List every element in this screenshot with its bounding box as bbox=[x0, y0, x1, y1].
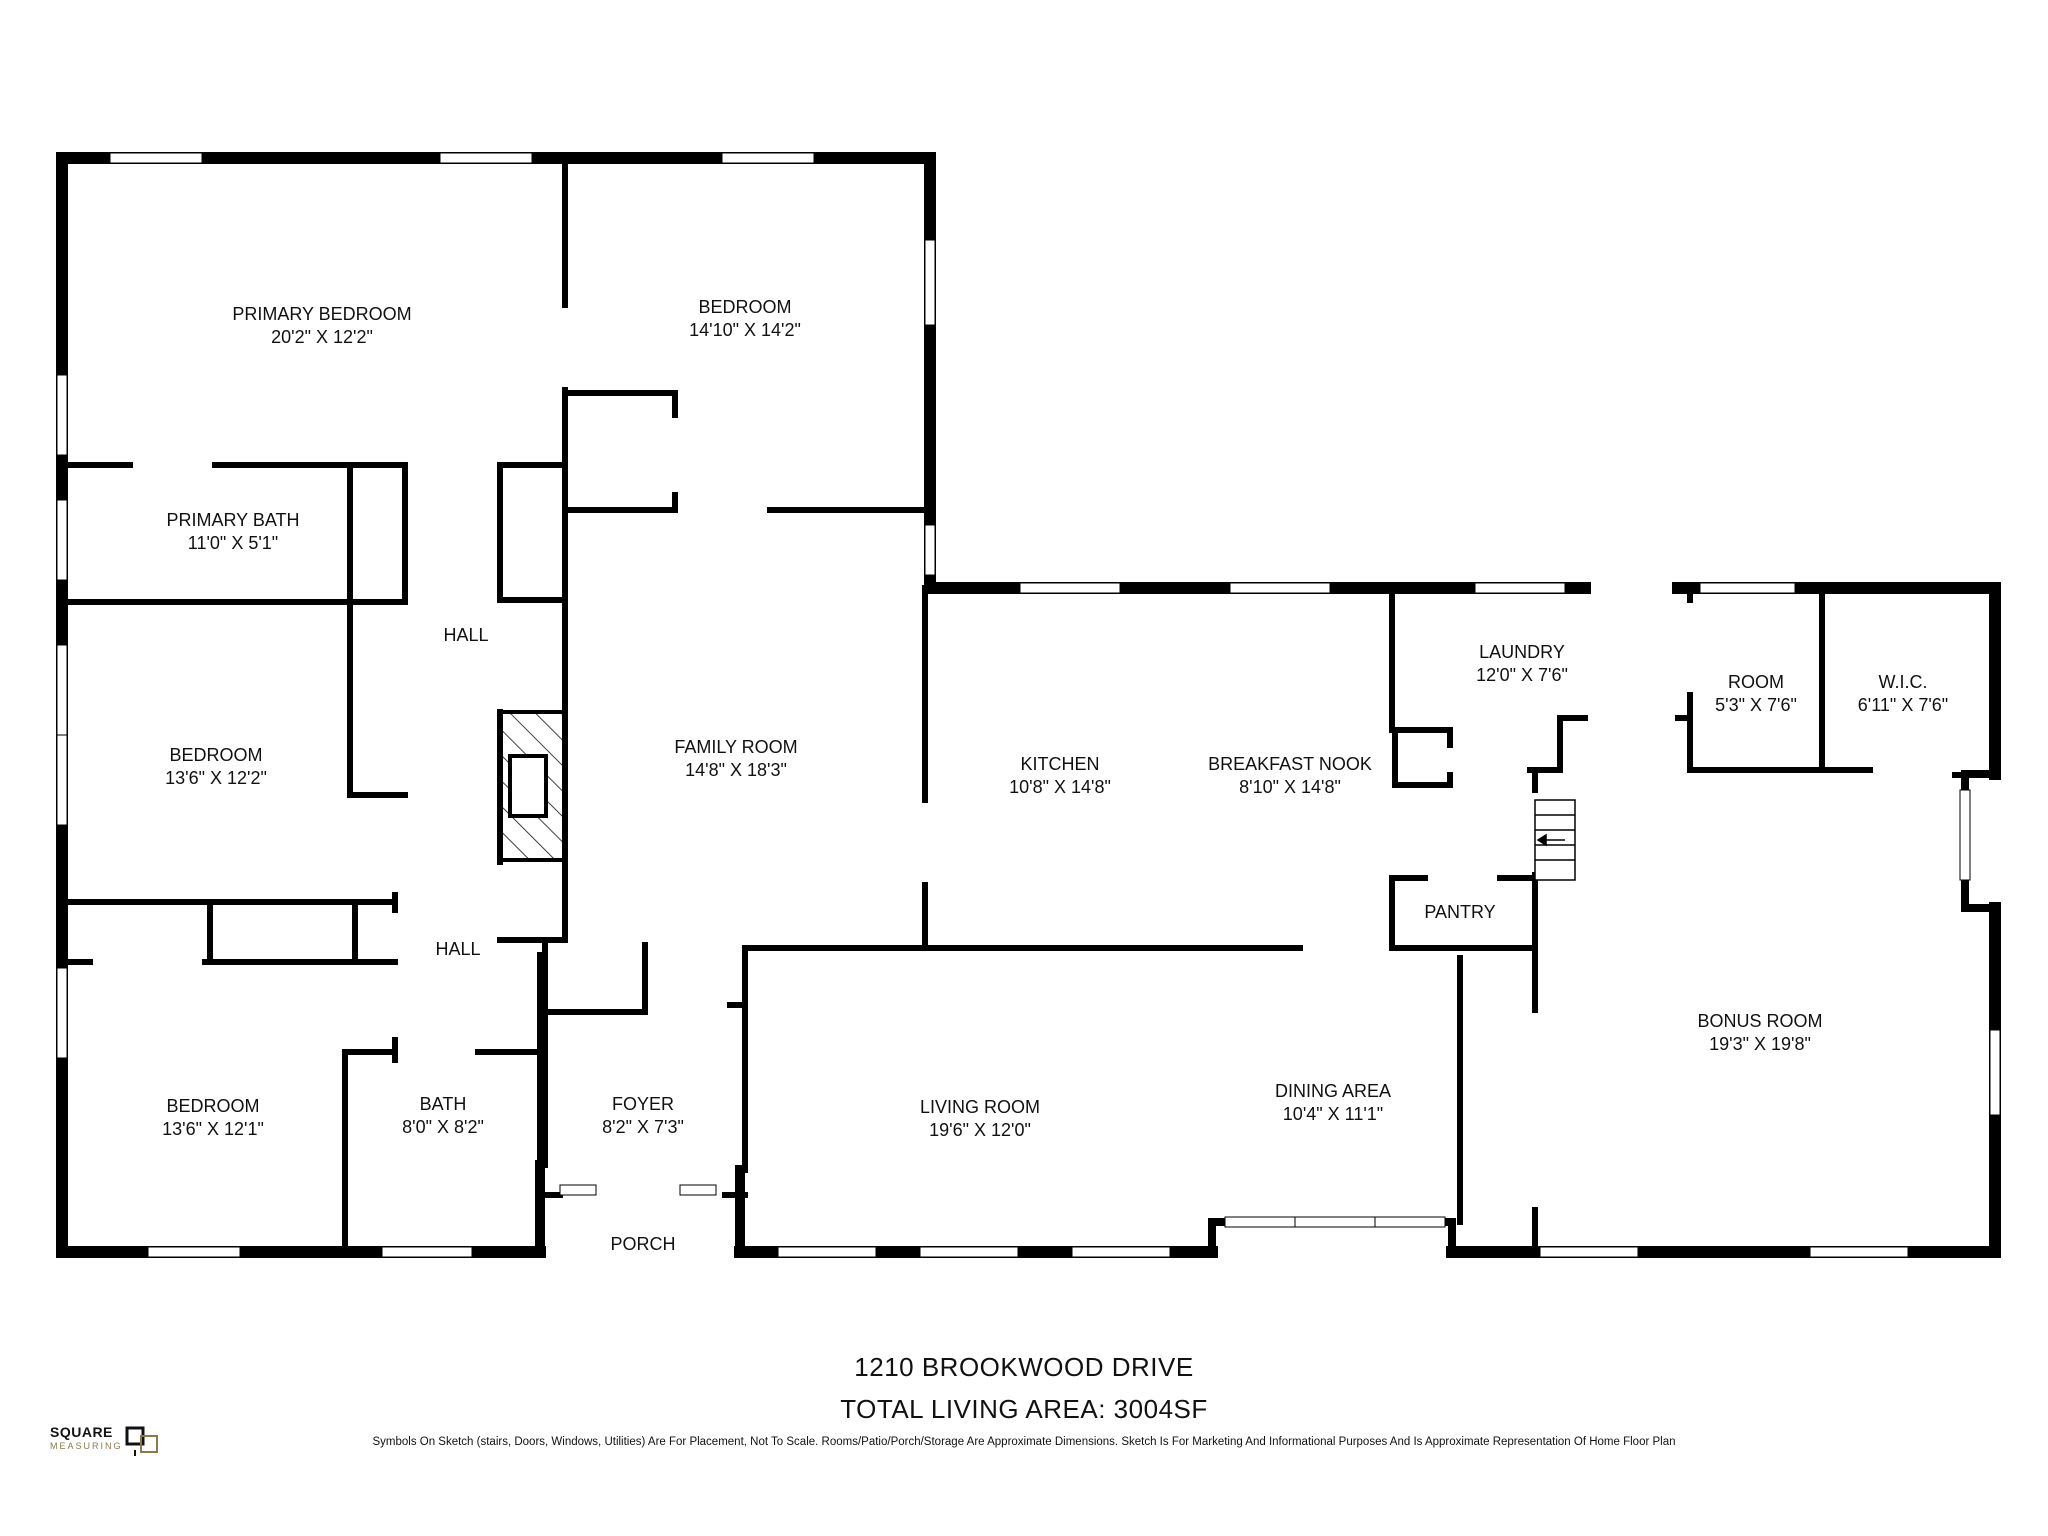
dims-family-room: 14'8" X 18'3" bbox=[685, 760, 787, 780]
dims-wic: 6'11" X 7'6" bbox=[1858, 695, 1948, 715]
window bbox=[924, 239, 936, 326]
dims-primary-bedroom: 20'2" X 12'2" bbox=[271, 327, 373, 347]
window bbox=[1809, 1246, 1909, 1258]
fireplace bbox=[498, 710, 568, 862]
disclaimer-text: Symbols On Sketch (stairs, Doors, Window… bbox=[372, 1436, 1676, 1448]
window bbox=[109, 152, 203, 164]
fireplace-firebox bbox=[508, 754, 548, 818]
dims-dining-area: 10'4" X 11'1" bbox=[1283, 1104, 1383, 1124]
dims-bedroom-lower: 13'6" X 12'1" bbox=[162, 1119, 264, 1139]
label-bedroom-middle: BEDROOM bbox=[169, 745, 262, 765]
label-primary-bath: PRIMARY BATH bbox=[166, 510, 299, 530]
label-breakfast-nook: BREAKFAST NOOK bbox=[1208, 754, 1372, 774]
label-wic: W.I.C. bbox=[1879, 672, 1928, 692]
logo-mark-icon bbox=[125, 1426, 158, 1456]
label-bonus-room: BONUS ROOM bbox=[1697, 1011, 1822, 1031]
room-labels: PRIMARY BEDROOM 20'2" X 12'2" BEDROOM 14… bbox=[162, 297, 1948, 1254]
label-foyer: FOYER bbox=[612, 1094, 674, 1114]
window bbox=[1071, 1246, 1171, 1258]
label-dining-area: DINING AREA bbox=[1275, 1081, 1391, 1101]
label-kitchen: KITCHEN bbox=[1020, 754, 1099, 774]
label-pantry: PANTRY bbox=[1424, 902, 1495, 922]
label-hall-lower: HALL bbox=[435, 939, 480, 959]
address-title: 1210 BROOKWOOD DRIVE bbox=[854, 1352, 1194, 1382]
label-laundry: LAUNDRY bbox=[1479, 642, 1565, 662]
logo-text-top: SQUARE bbox=[50, 1424, 113, 1440]
dims-bath: 8'0" X 8'2" bbox=[402, 1117, 484, 1137]
stair-arrowhead bbox=[1536, 833, 1547, 847]
window bbox=[439, 152, 533, 164]
total-living-area: TOTAL LIVING AREA: 3004SF bbox=[840, 1394, 1208, 1424]
window bbox=[559, 1184, 597, 1196]
label-room: ROOM bbox=[1728, 672, 1784, 692]
dims-kitchen: 10'8" X 14'8" bbox=[1009, 777, 1111, 797]
label-family-room: FAMILY ROOM bbox=[674, 737, 797, 757]
stairs-icon bbox=[1534, 799, 1576, 881]
window bbox=[56, 644, 68, 736]
window bbox=[721, 152, 815, 164]
window bbox=[1374, 1216, 1446, 1228]
window bbox=[381, 1246, 473, 1258]
label-porch: PORCH bbox=[610, 1234, 675, 1254]
dims-room: 5'3" X 7'6" bbox=[1715, 695, 1797, 715]
dims-breakfast-nook: 8'10" X 14'8" bbox=[1239, 777, 1341, 797]
label-bedroom-front: BEDROOM bbox=[698, 297, 791, 317]
window bbox=[1539, 1246, 1639, 1258]
window bbox=[924, 524, 936, 576]
dims-laundry: 12'0" X 7'6" bbox=[1476, 665, 1568, 685]
window bbox=[919, 1246, 1019, 1258]
window bbox=[1019, 582, 1121, 594]
window bbox=[1224, 1216, 1296, 1228]
logo-text-bottom: MEASURING bbox=[50, 1441, 123, 1451]
label-bedroom-lower: BEDROOM bbox=[166, 1096, 259, 1116]
window bbox=[1959, 789, 1971, 881]
window bbox=[56, 499, 68, 581]
square-measuring-logo: SQUARE MEASURING bbox=[50, 1424, 170, 1464]
label-living-room: LIVING ROOM bbox=[920, 1097, 1040, 1117]
window bbox=[1474, 582, 1566, 594]
window bbox=[679, 1184, 717, 1196]
dims-primary-bath: 11'0" X 5'1" bbox=[188, 533, 278, 553]
window bbox=[1699, 582, 1796, 594]
window bbox=[56, 967, 68, 1059]
label-bath: BATH bbox=[420, 1094, 467, 1114]
window bbox=[56, 374, 68, 456]
dims-bedroom-front: 14'10" X 14'2" bbox=[689, 320, 801, 340]
window bbox=[1229, 582, 1331, 594]
label-primary-bedroom: PRIMARY BEDROOM bbox=[232, 304, 411, 324]
dims-living-room: 19'6" X 12'0" bbox=[929, 1120, 1031, 1140]
label-hall-upper: HALL bbox=[443, 625, 488, 645]
window bbox=[1294, 1216, 1376, 1228]
windows bbox=[56, 152, 2001, 1258]
window bbox=[147, 1246, 241, 1258]
window bbox=[56, 734, 68, 826]
dims-bedroom-middle: 13'6" X 12'2" bbox=[165, 768, 267, 788]
dims-bonus-room: 19'3" X 19'8" bbox=[1709, 1034, 1811, 1054]
window bbox=[777, 1246, 877, 1258]
dims-foyer: 8'2" X 7'3" bbox=[602, 1117, 684, 1137]
window bbox=[1989, 1029, 2001, 1116]
